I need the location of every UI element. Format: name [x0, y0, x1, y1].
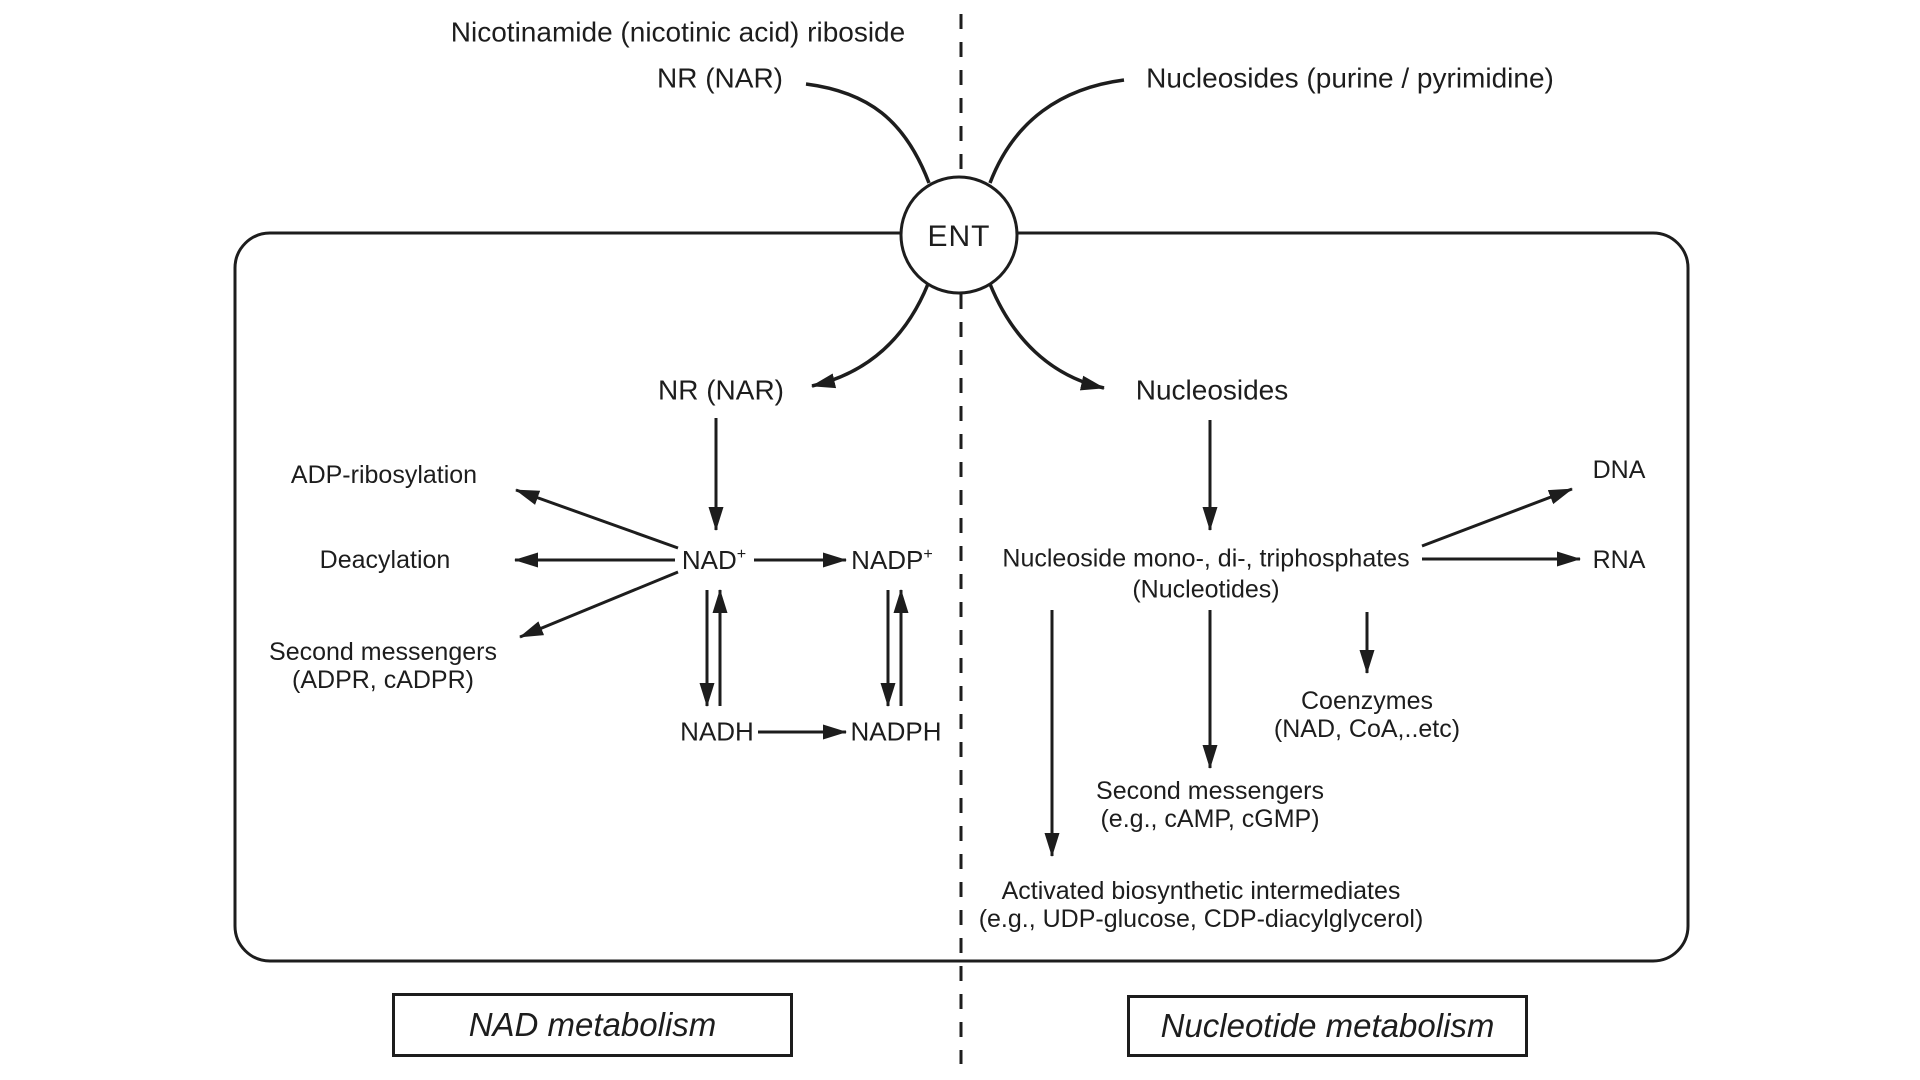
nr-nar-intracellular-label: NR (NAR) — [658, 374, 784, 406]
nad-metabolism-section-label: NAD metabolism — [468, 1006, 717, 1043]
nadp-superscript: + — [923, 545, 933, 564]
coenzymes-label: Coenzymes (NAD, CoA,..etc) — [1274, 687, 1460, 743]
nicotinamide-riboside-title: Nicotinamide (nicotinic acid) riboside — [450, 16, 906, 48]
nadph-label: NADPH — [850, 716, 942, 747]
nadp-base: NADP — [851, 544, 924, 575]
nucleotides-label: Nucleoside mono-, di-, triphosphates (Nu… — [1002, 544, 1409, 605]
nad-base: NAD — [681, 544, 737, 575]
nucleosides-extracellular-label: Nucleosides (purine / pyrimidine) — [1146, 62, 1554, 94]
nucleotides-line2: (Nucleotides) — [1132, 575, 1280, 603]
nadp-label: NADP+ — [851, 545, 933, 575]
activated-intermediates-label: Activated biosynthetic intermediates (e.… — [979, 877, 1424, 933]
coenzymes-line2: (NAD, CoA,..etc) — [1273, 715, 1461, 743]
coenzymes-line1: Coenzymes — [1301, 687, 1433, 715]
ent-transporter-circle — [899, 175, 1019, 295]
nucleotide-metabolism-section-label: Nucleotide metabolism — [1160, 1007, 1495, 1044]
second-messengers-adpr-label: Second messengers (ADPR, cADPR) — [269, 638, 497, 694]
second-messengers-camp-label: Second messengers (e.g., cAMP, cGMP) — [1096, 777, 1324, 833]
second-messengers-adpr-line2: (ADPR, cADPR) — [292, 666, 474, 694]
second-messengers-adpr-line1: Second messengers — [269, 638, 497, 666]
nucleotide-side-arrows — [1044, 420, 1581, 857]
nad-side-arrows — [514, 418, 909, 740]
deacylation-label: Deacylation — [319, 546, 451, 574]
nucleotides-line1: Nucleoside mono-, di-, triphosphates — [1002, 544, 1410, 573]
second-messengers-camp-line1: Second messengers — [1096, 777, 1324, 805]
activated-intermediates-line1: Activated biosynthetic intermediates — [1001, 877, 1401, 905]
nucleosides-intracellular-label: Nucleosides — [1135, 374, 1289, 406]
ent-outflow-curves — [811, 283, 1105, 391]
nr-nar-extracellular-label: NR (NAR) — [657, 62, 783, 94]
adp-ribosylation-label: ADP-ribosylation — [290, 461, 478, 489]
rna-label: RNA — [1592, 546, 1646, 574]
nad-label: NAD+ — [682, 545, 746, 575]
ent-transporter-label: ENT — [927, 220, 991, 254]
nucleotide-metabolism-section-box: Nucleotide metabolism — [1127, 995, 1528, 1057]
nad-superscript: + — [736, 545, 747, 564]
dna-label: DNA — [1592, 456, 1646, 484]
nadh-label: NADH — [680, 716, 754, 747]
ent-inflow-curves — [805, 78, 1125, 184]
second-messengers-camp-line2: (e.g., cAMP, cGMP) — [1100, 805, 1320, 833]
activated-intermediates-line2: (e.g., UDP-glucose, CDP-diacylglycerol) — [978, 905, 1424, 933]
nad-metabolism-section-box: NAD metabolism — [392, 993, 793, 1057]
cell-membrane-box — [233, 231, 1690, 963]
